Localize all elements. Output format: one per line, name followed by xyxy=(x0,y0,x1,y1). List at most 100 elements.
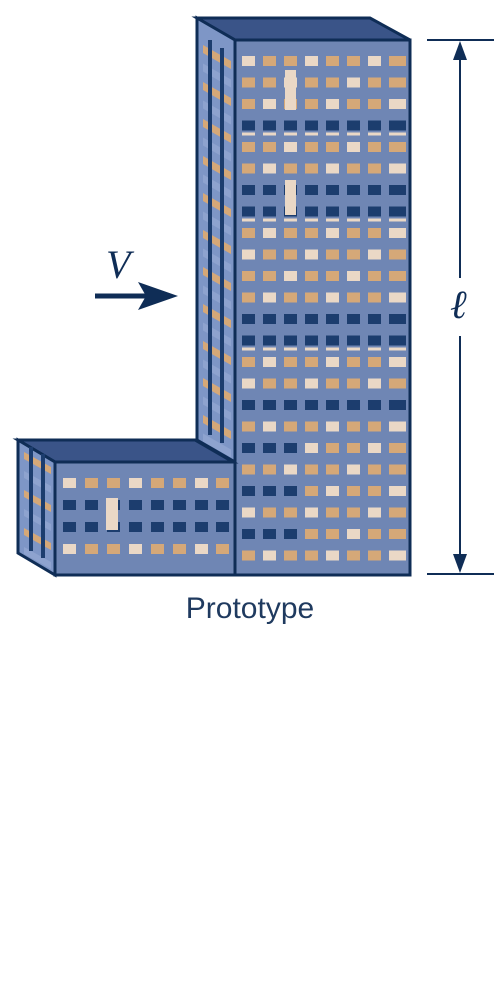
window xyxy=(347,378,360,389)
window-sill xyxy=(242,132,255,136)
window-mullion xyxy=(285,180,296,215)
window xyxy=(326,529,339,539)
window xyxy=(368,314,381,324)
window xyxy=(389,56,406,66)
window xyxy=(305,443,318,453)
window xyxy=(368,400,381,410)
window xyxy=(195,500,208,510)
window xyxy=(305,314,318,324)
window-sill xyxy=(284,132,297,136)
window xyxy=(263,99,276,109)
window xyxy=(284,249,297,260)
window xyxy=(326,120,339,131)
figure-caption: Prototype xyxy=(186,592,314,625)
window xyxy=(263,185,276,195)
window-sill xyxy=(368,347,381,351)
window xyxy=(389,507,406,518)
window xyxy=(263,464,276,475)
window xyxy=(263,271,276,281)
window xyxy=(368,486,381,496)
length-label: ℓ xyxy=(450,282,467,327)
window xyxy=(242,357,255,367)
window xyxy=(368,120,381,131)
window xyxy=(85,522,98,532)
window xyxy=(242,56,255,66)
window xyxy=(326,357,339,367)
window xyxy=(284,550,297,561)
window-sill xyxy=(263,218,276,222)
window xyxy=(85,500,98,510)
window xyxy=(368,335,381,346)
window xyxy=(107,478,120,488)
window xyxy=(305,464,318,475)
window xyxy=(347,56,360,66)
window xyxy=(242,271,255,281)
window xyxy=(263,550,276,561)
velocity-label: V xyxy=(106,242,135,287)
window xyxy=(242,421,255,432)
window-mullion xyxy=(106,498,118,530)
window xyxy=(305,507,318,518)
window xyxy=(347,228,360,238)
window xyxy=(263,486,276,496)
window-mullion xyxy=(285,70,296,110)
window xyxy=(326,443,339,453)
short-annex-front-windows xyxy=(63,478,229,554)
window xyxy=(242,550,255,561)
window xyxy=(242,292,255,303)
window xyxy=(242,464,255,475)
window xyxy=(305,206,318,217)
window xyxy=(242,163,255,174)
short-annex-side-windows xyxy=(24,447,51,569)
window xyxy=(305,400,318,410)
window xyxy=(326,507,339,518)
window xyxy=(305,421,318,432)
window xyxy=(347,77,360,88)
window xyxy=(305,228,318,238)
window xyxy=(305,335,318,346)
window xyxy=(368,185,381,195)
window xyxy=(173,478,186,488)
window xyxy=(326,249,339,260)
window xyxy=(107,544,120,554)
window xyxy=(389,120,406,131)
side-mullion xyxy=(208,40,212,435)
window-sill xyxy=(347,132,360,136)
window xyxy=(326,464,339,475)
window xyxy=(284,400,297,410)
window xyxy=(284,314,297,324)
window-sill xyxy=(284,218,297,222)
window xyxy=(242,120,255,131)
window xyxy=(284,120,297,131)
window xyxy=(326,77,339,88)
window xyxy=(284,271,297,281)
window xyxy=(389,163,406,174)
window xyxy=(284,378,297,389)
window xyxy=(151,522,164,532)
window xyxy=(347,357,360,367)
short-annex xyxy=(12,437,239,578)
window xyxy=(305,378,318,389)
window xyxy=(347,400,360,410)
window xyxy=(347,185,360,195)
window xyxy=(242,206,255,217)
window xyxy=(242,400,255,410)
window xyxy=(368,249,381,260)
window xyxy=(305,99,318,109)
window xyxy=(347,163,360,174)
window xyxy=(263,228,276,238)
window xyxy=(242,486,255,496)
window xyxy=(63,478,76,488)
window xyxy=(347,443,360,453)
window xyxy=(151,478,164,488)
window xyxy=(305,529,318,539)
window-sill xyxy=(368,132,381,136)
window xyxy=(389,357,406,367)
window xyxy=(368,378,381,389)
window xyxy=(326,99,339,109)
window xyxy=(305,249,318,260)
window xyxy=(263,56,276,66)
window xyxy=(263,400,276,410)
window xyxy=(326,56,339,66)
window xyxy=(326,378,339,389)
